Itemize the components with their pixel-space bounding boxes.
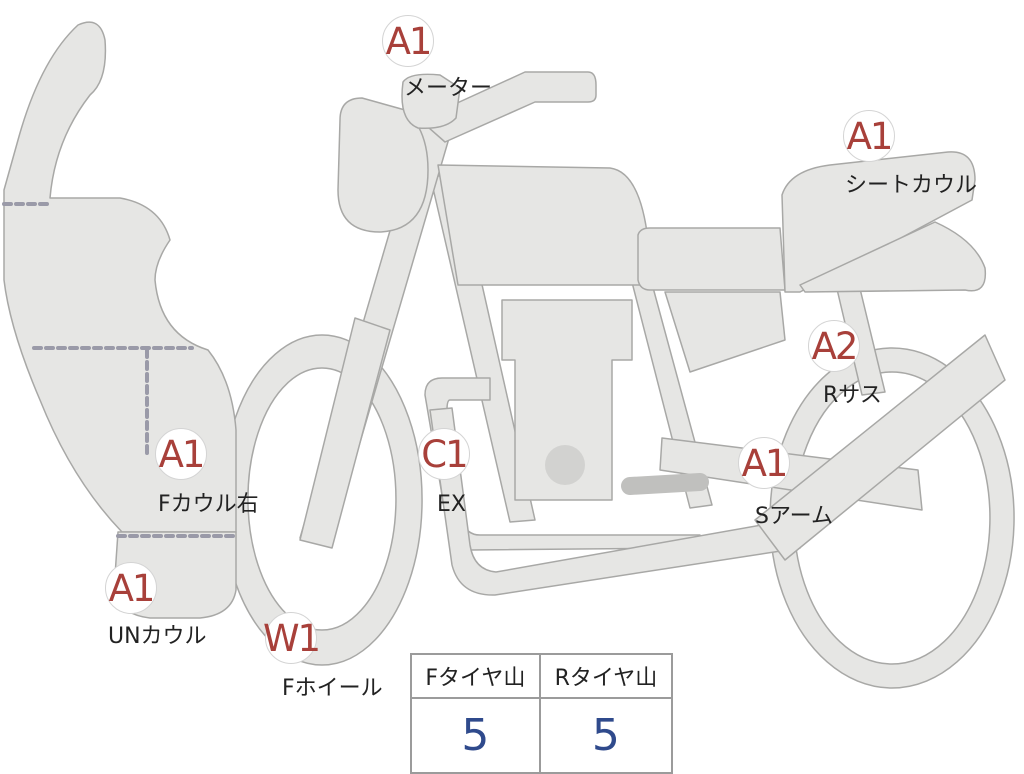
damage-code: A1 <box>158 432 206 476</box>
damage-marker-rear-suspension[interactable]: A2 <box>808 320 860 372</box>
part-label-meter: メーター <box>404 76 493 101</box>
rear-suspension <box>754 334 1006 561</box>
front-wheel <box>221 334 423 666</box>
damage-code: C1 <box>421 432 468 476</box>
tire-tread-table: Fタイヤ山 Rタイヤ山 5 5 <box>410 653 674 774</box>
front-tread-value: 5 <box>410 697 541 774</box>
part-label-exhaust: EX <box>437 492 466 517</box>
handlebar <box>419 71 597 143</box>
front-cowl <box>3 21 237 533</box>
damage-marker-front-wheel[interactable]: W1 <box>262 612 321 664</box>
seat-cowl <box>781 151 976 293</box>
front-tread-header: Fタイヤ山 <box>410 653 541 699</box>
damage-marker-seat-cowl[interactable]: A1 <box>843 110 895 162</box>
seat <box>637 227 786 291</box>
damage-marker-under-cowl[interactable]: A1 <box>105 562 157 614</box>
cowl-panel-lines <box>2 202 238 538</box>
damage-code: W1 <box>262 616 321 660</box>
tail-fender <box>799 221 987 293</box>
damage-code: A1 <box>385 19 433 63</box>
damage-code: A1 <box>846 114 894 158</box>
part-label-swing-arm: Sアーム <box>755 504 833 529</box>
damage-code: A1 <box>741 441 789 485</box>
part-label-rear-suspension: Rサス <box>823 383 882 408</box>
engine-block <box>501 299 633 501</box>
rear-tread-header: Rタイヤ山 <box>538 653 674 699</box>
rear-tread-value: 5 <box>538 697 674 774</box>
damage-marker-swing-arm[interactable]: A1 <box>738 437 790 489</box>
damage-code: A2 <box>811 324 859 368</box>
meter <box>401 73 461 130</box>
side-cover <box>664 291 786 373</box>
fuel-tank <box>437 164 649 286</box>
exhaust-lower <box>429 407 801 596</box>
footpeg <box>621 473 709 495</box>
damage-code: A1 <box>108 566 156 610</box>
headlight <box>337 97 429 233</box>
fork-slider <box>299 317 391 549</box>
damage-marker-exhaust[interactable]: C1 <box>418 428 470 480</box>
damage-marker-front-cowl-right[interactable]: A1 <box>155 428 207 480</box>
part-label-seat-cowl: シートカウル <box>845 173 978 198</box>
part-label-front-wheel: Fホイール <box>282 676 383 701</box>
part-label-under-cowl: UNカウル <box>108 624 207 649</box>
rear-wheel <box>769 347 1015 689</box>
damage-marker-meter[interactable]: A1 <box>382 15 434 67</box>
part-label-front-cowl-right: Fカウル右 <box>158 492 259 517</box>
engine-cover <box>545 445 585 485</box>
